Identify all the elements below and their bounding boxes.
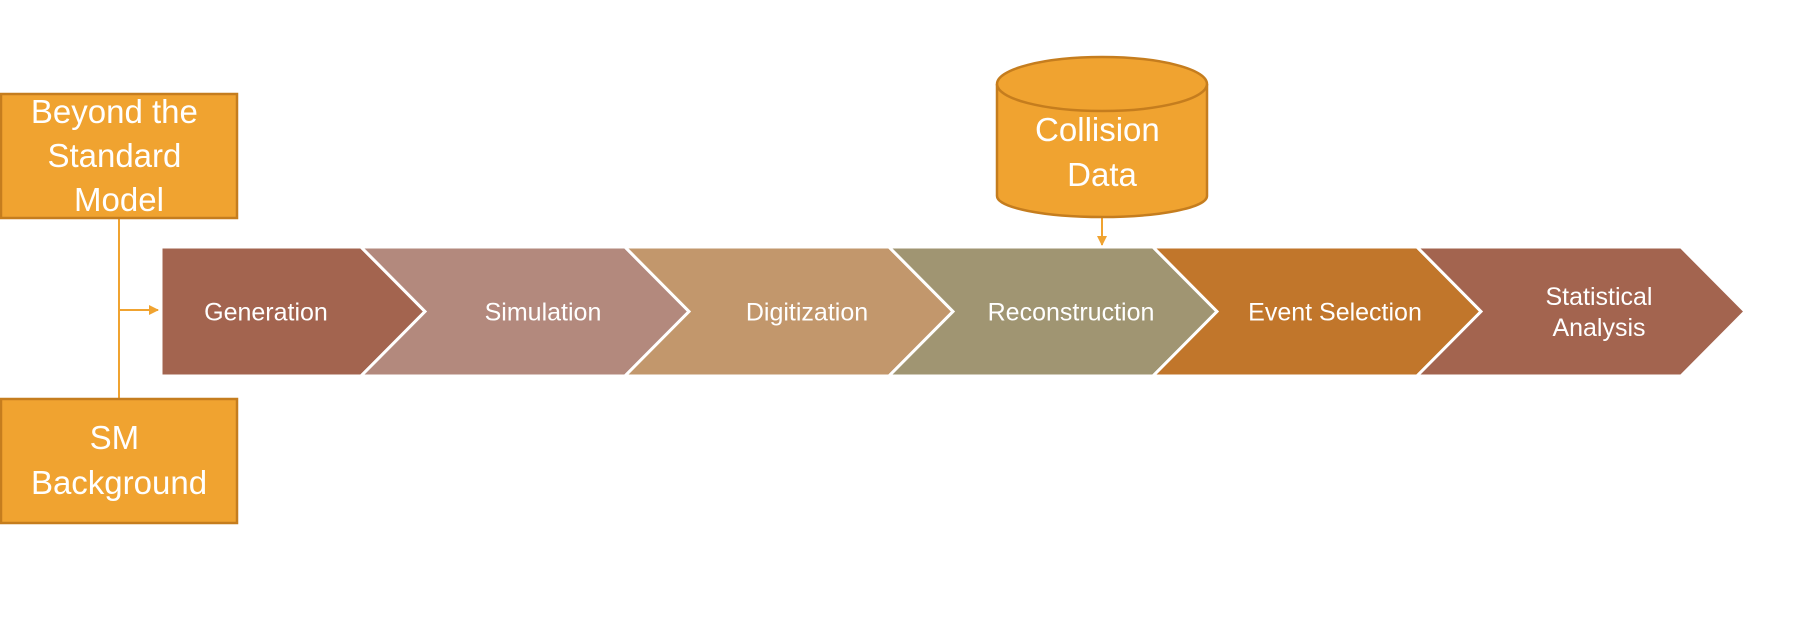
collision-label-line: Data: [1067, 156, 1137, 193]
pipeline-step-label-line: Analysis: [1552, 314, 1645, 342]
sm-label-line: Background: [31, 464, 207, 501]
pipeline-chevrons: Generation Simulation Digitization Reconstr…: [159, 245, 1748, 378]
bsm-label-line: Model: [74, 181, 164, 218]
pipeline-step-label: Reconstruction: [988, 299, 1155, 327]
pipeline-chevron: [1413, 245, 1748, 378]
pipeline-step-label-line: Generation: [204, 299, 328, 327]
pipeline-step-label-line: Statistical: [1546, 283, 1653, 311]
pipeline-step-label-line: Reconstruction: [988, 299, 1155, 327]
input-connectors: [118, 218, 1107, 398]
sm-label-line: SM: [90, 419, 140, 456]
pipeline-step-label: Generation: [204, 299, 328, 327]
pipeline-step-label-line: Digitization: [746, 299, 868, 327]
pipeline-step: Simulation: [357, 245, 692, 378]
collision-data-cylinder: Collision Data: [995, 55, 1209, 219]
cylinder-body: [995, 84, 1209, 219]
bsm-input-box: Beyond the Standard Model: [0, 92, 239, 220]
pipeline-step-label-line: Simulation: [485, 299, 602, 327]
pipeline-step: Event Selection: [1149, 245, 1484, 378]
sm-background-label: SM Background: [31, 419, 207, 501]
pipeline-step-label: Event Selection: [1248, 299, 1422, 327]
pipeline-step-label: Simulation: [485, 299, 602, 327]
pipeline-step-label-line: Event Selection: [1248, 299, 1422, 327]
pipeline-step-label: Digitization: [746, 299, 868, 327]
bsm-input-label: Beyond the Standard Model: [31, 93, 207, 218]
bsm-label-line: Standard: [47, 137, 181, 174]
collision-data-label: Collision Data: [1035, 111, 1169, 193]
collision-label-line: Collision: [1035, 111, 1160, 148]
sm-background-input-box: SM Background: [0, 397, 239, 525]
cylinder-top: [995, 55, 1209, 113]
bsm-label-line: Beyond the: [31, 93, 198, 130]
